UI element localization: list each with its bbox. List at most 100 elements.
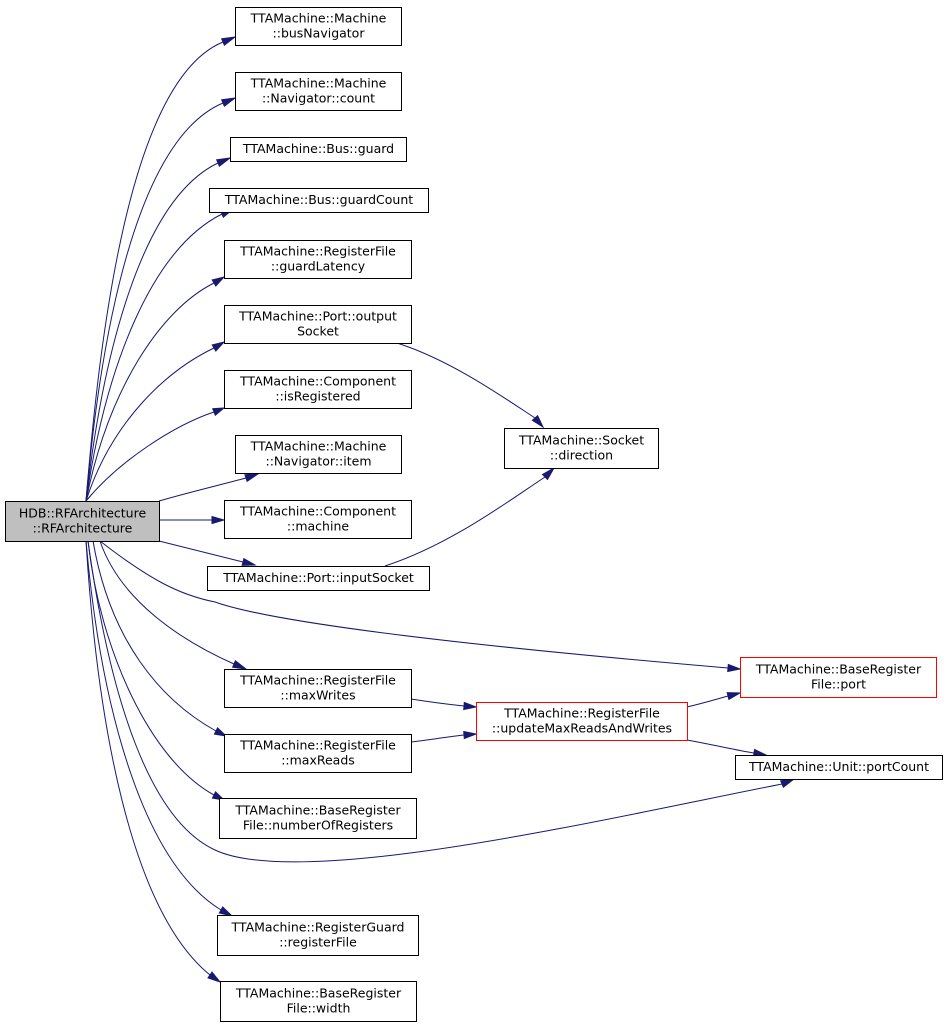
node-box — [224, 370, 412, 409]
arrowhead-icon — [211, 276, 226, 287]
edge-maxWrites-to-updateMax — [410, 698, 478, 711]
node-portCount[interactable]: TTAMachine::Unit::portCount — [735, 755, 943, 780]
edge-root-to-outputSocket — [85, 341, 226, 502]
node-root[interactable]: HDB::RFArchitecture::RFArchitecture — [5, 501, 160, 542]
arrowhead-icon — [231, 659, 248, 670]
arrowhead-icon — [211, 407, 226, 417]
edge-updateMax-to-port — [686, 692, 742, 708]
node-navCount[interactable]: TTAMachine::Machine::Navigator::count — [235, 72, 402, 111]
node-label: File::port — [811, 677, 866, 692]
edge-inputSocket-to-socketDirection — [384, 466, 556, 567]
node-registerFile[interactable]: TTAMachine::RegisterGuard::registerFile — [217, 915, 419, 956]
node-label: File::width — [287, 1001, 351, 1016]
node-label: HDB::RFArchitecture — [19, 506, 147, 521]
edge-line — [87, 540, 215, 796]
node-updateMax[interactable]: TTAMachine::RegisterFile::updateMaxReads… — [476, 702, 688, 741]
node-label: Socket — [297, 324, 339, 339]
node-box — [224, 500, 412, 539]
edge-outputSocket-to-socketDirection — [396, 342, 545, 429]
node-label: TTAMachine::Port::output — [238, 309, 397, 324]
node-label: TTAMachine::Port::inputSocket — [222, 570, 414, 585]
node-label: TTAMachine::RegisterFile — [503, 706, 660, 721]
edge-line — [686, 739, 755, 754]
node-label: ::busNavigator — [273, 26, 366, 41]
node-label: ::registerFile — [279, 935, 357, 950]
node-maxReads[interactable]: TTAMachine::RegisterFile::maxReads — [224, 734, 412, 773]
edge-maxReads-to-updateMax — [410, 730, 478, 743]
edge-root-to-inputSocket — [158, 540, 257, 566]
node-guardCount[interactable]: TTAMachine::Bus::guardCount — [209, 188, 429, 213]
edge-line — [99, 540, 729, 669]
nodes-layer: HDB::RFArchitecture::RFArchitectureTTAMa… — [5, 7, 943, 1022]
arrowhead-icon — [541, 466, 556, 481]
node-box — [217, 915, 419, 956]
edge-root-to-guardCount — [85, 209, 234, 502]
edge-line — [85, 411, 215, 502]
edge-root-to-registerFile — [85, 540, 234, 917]
node-label: TTAMachine::RegisterFile — [239, 244, 396, 259]
node-box — [235, 72, 402, 111]
edge-root-to-navItem — [158, 473, 260, 502]
node-label: TTAMachine::Socket — [518, 433, 644, 448]
node-label: TTAMachine::BaseRegister — [755, 662, 922, 677]
edge-line — [87, 540, 783, 863]
node-label: ::updateMaxReadsAndWrites — [492, 721, 672, 736]
arrowhead-icon — [211, 791, 226, 801]
arrowhead-icon — [213, 727, 228, 737]
node-label: ::maxWrites — [280, 688, 355, 703]
node-busGuard[interactable]: TTAMachine::Bus::guard — [230, 137, 407, 162]
node-label: ::isRegistered — [275, 389, 360, 404]
node-box — [476, 702, 688, 741]
node-box — [224, 734, 412, 773]
edge-root-to-busGuard — [85, 157, 232, 502]
node-box — [504, 428, 659, 469]
edge-root-to-port — [99, 540, 742, 673]
node-box — [224, 305, 412, 344]
node-label: ::RFArchitecture — [33, 521, 133, 536]
arrowhead-icon — [207, 971, 222, 984]
node-box — [235, 435, 402, 474]
node-guardLatency[interactable]: TTAMachine::RegisterFile::guardLatency — [224, 240, 412, 279]
node-label: ::machine — [287, 519, 349, 534]
node-maxWrites[interactable]: TTAMachine::RegisterFile::maxWrites — [224, 669, 412, 708]
node-numberOfRegisters[interactable]: TTAMachine::BaseRegisterFile::numberOfRe… — [219, 798, 417, 839]
edge-line — [85, 162, 219, 502]
node-label: TTAMachine::Component — [239, 374, 396, 389]
edge-root-to-maxReads — [92, 540, 228, 737]
arrowhead-icon — [220, 97, 237, 108]
edge-root-to-width — [85, 540, 222, 984]
node-socketDirection[interactable]: TTAMachine::Socket::direction — [504, 428, 659, 469]
node-box — [224, 240, 412, 279]
node-machine[interactable]: TTAMachine::Component::machine — [224, 500, 412, 539]
node-label: TTAMachine::RegisterFile — [239, 738, 396, 753]
node-busNavigator[interactable]: TTAMachine::Machine::busNavigator — [235, 7, 402, 46]
arrowhead-icon — [215, 157, 232, 168]
node-label: TTAMachine::Machine — [250, 11, 387, 26]
edge-line — [92, 540, 217, 732]
node-label: TTAMachine::RegisterFile — [239, 673, 396, 688]
node-box — [5, 501, 160, 542]
edge-root-to-numberOfRegisters — [87, 540, 226, 801]
edge-line — [686, 695, 729, 708]
node-box — [224, 669, 412, 708]
node-isRegistered[interactable]: TTAMachine::Component::isRegistered — [224, 370, 412, 409]
arrowhead-icon — [244, 473, 260, 483]
node-label: TTAMachine::RegisterGuard — [231, 920, 405, 935]
node-navItem[interactable]: TTAMachine::Machine::Navigator::item — [235, 435, 402, 474]
edge-line — [85, 540, 222, 911]
edge-line — [396, 342, 536, 419]
node-box — [740, 657, 937, 698]
arrowhead-icon — [463, 730, 478, 740]
node-label: TTAMachine::Unit::portCount — [748, 759, 929, 774]
node-box — [230, 137, 407, 162]
node-label: TTAMachine::Bus::guardCount — [224, 192, 413, 207]
node-inputSocket[interactable]: TTAMachine::Port::inputSocket — [207, 566, 430, 591]
node-label: TTAMachine::Bus::guard — [242, 141, 394, 156]
edge-line — [410, 734, 465, 743]
edge-line — [99, 540, 235, 665]
edge-root-to-portCount — [87, 540, 796, 863]
node-box — [219, 798, 417, 839]
